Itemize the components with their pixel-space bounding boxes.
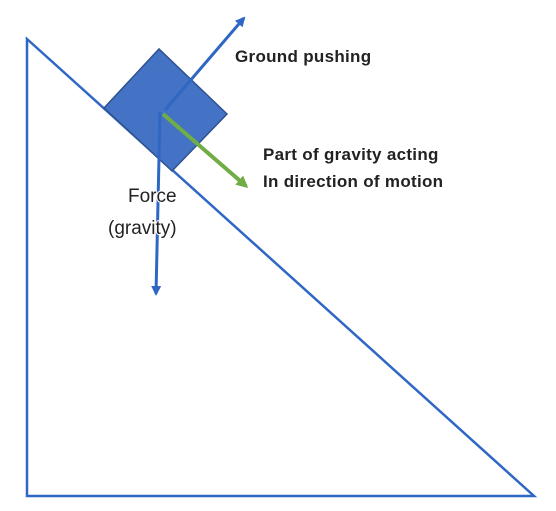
incline-triangle [25, 36, 538, 498]
ground-pushing-label: Ground pushing [235, 47, 371, 66]
gravity-component-arrow [161, 112, 249, 188]
gravity-component-label-line2: In direction of motion [263, 172, 443, 191]
force-label-line2: (gravity) [108, 218, 177, 239]
normal-force-arrow [163, 16, 246, 111]
gravity-component-label-line1: Part of gravity acting [263, 145, 439, 164]
gravity-arrow [151, 111, 162, 296]
force-label-line1: Force [128, 186, 177, 207]
